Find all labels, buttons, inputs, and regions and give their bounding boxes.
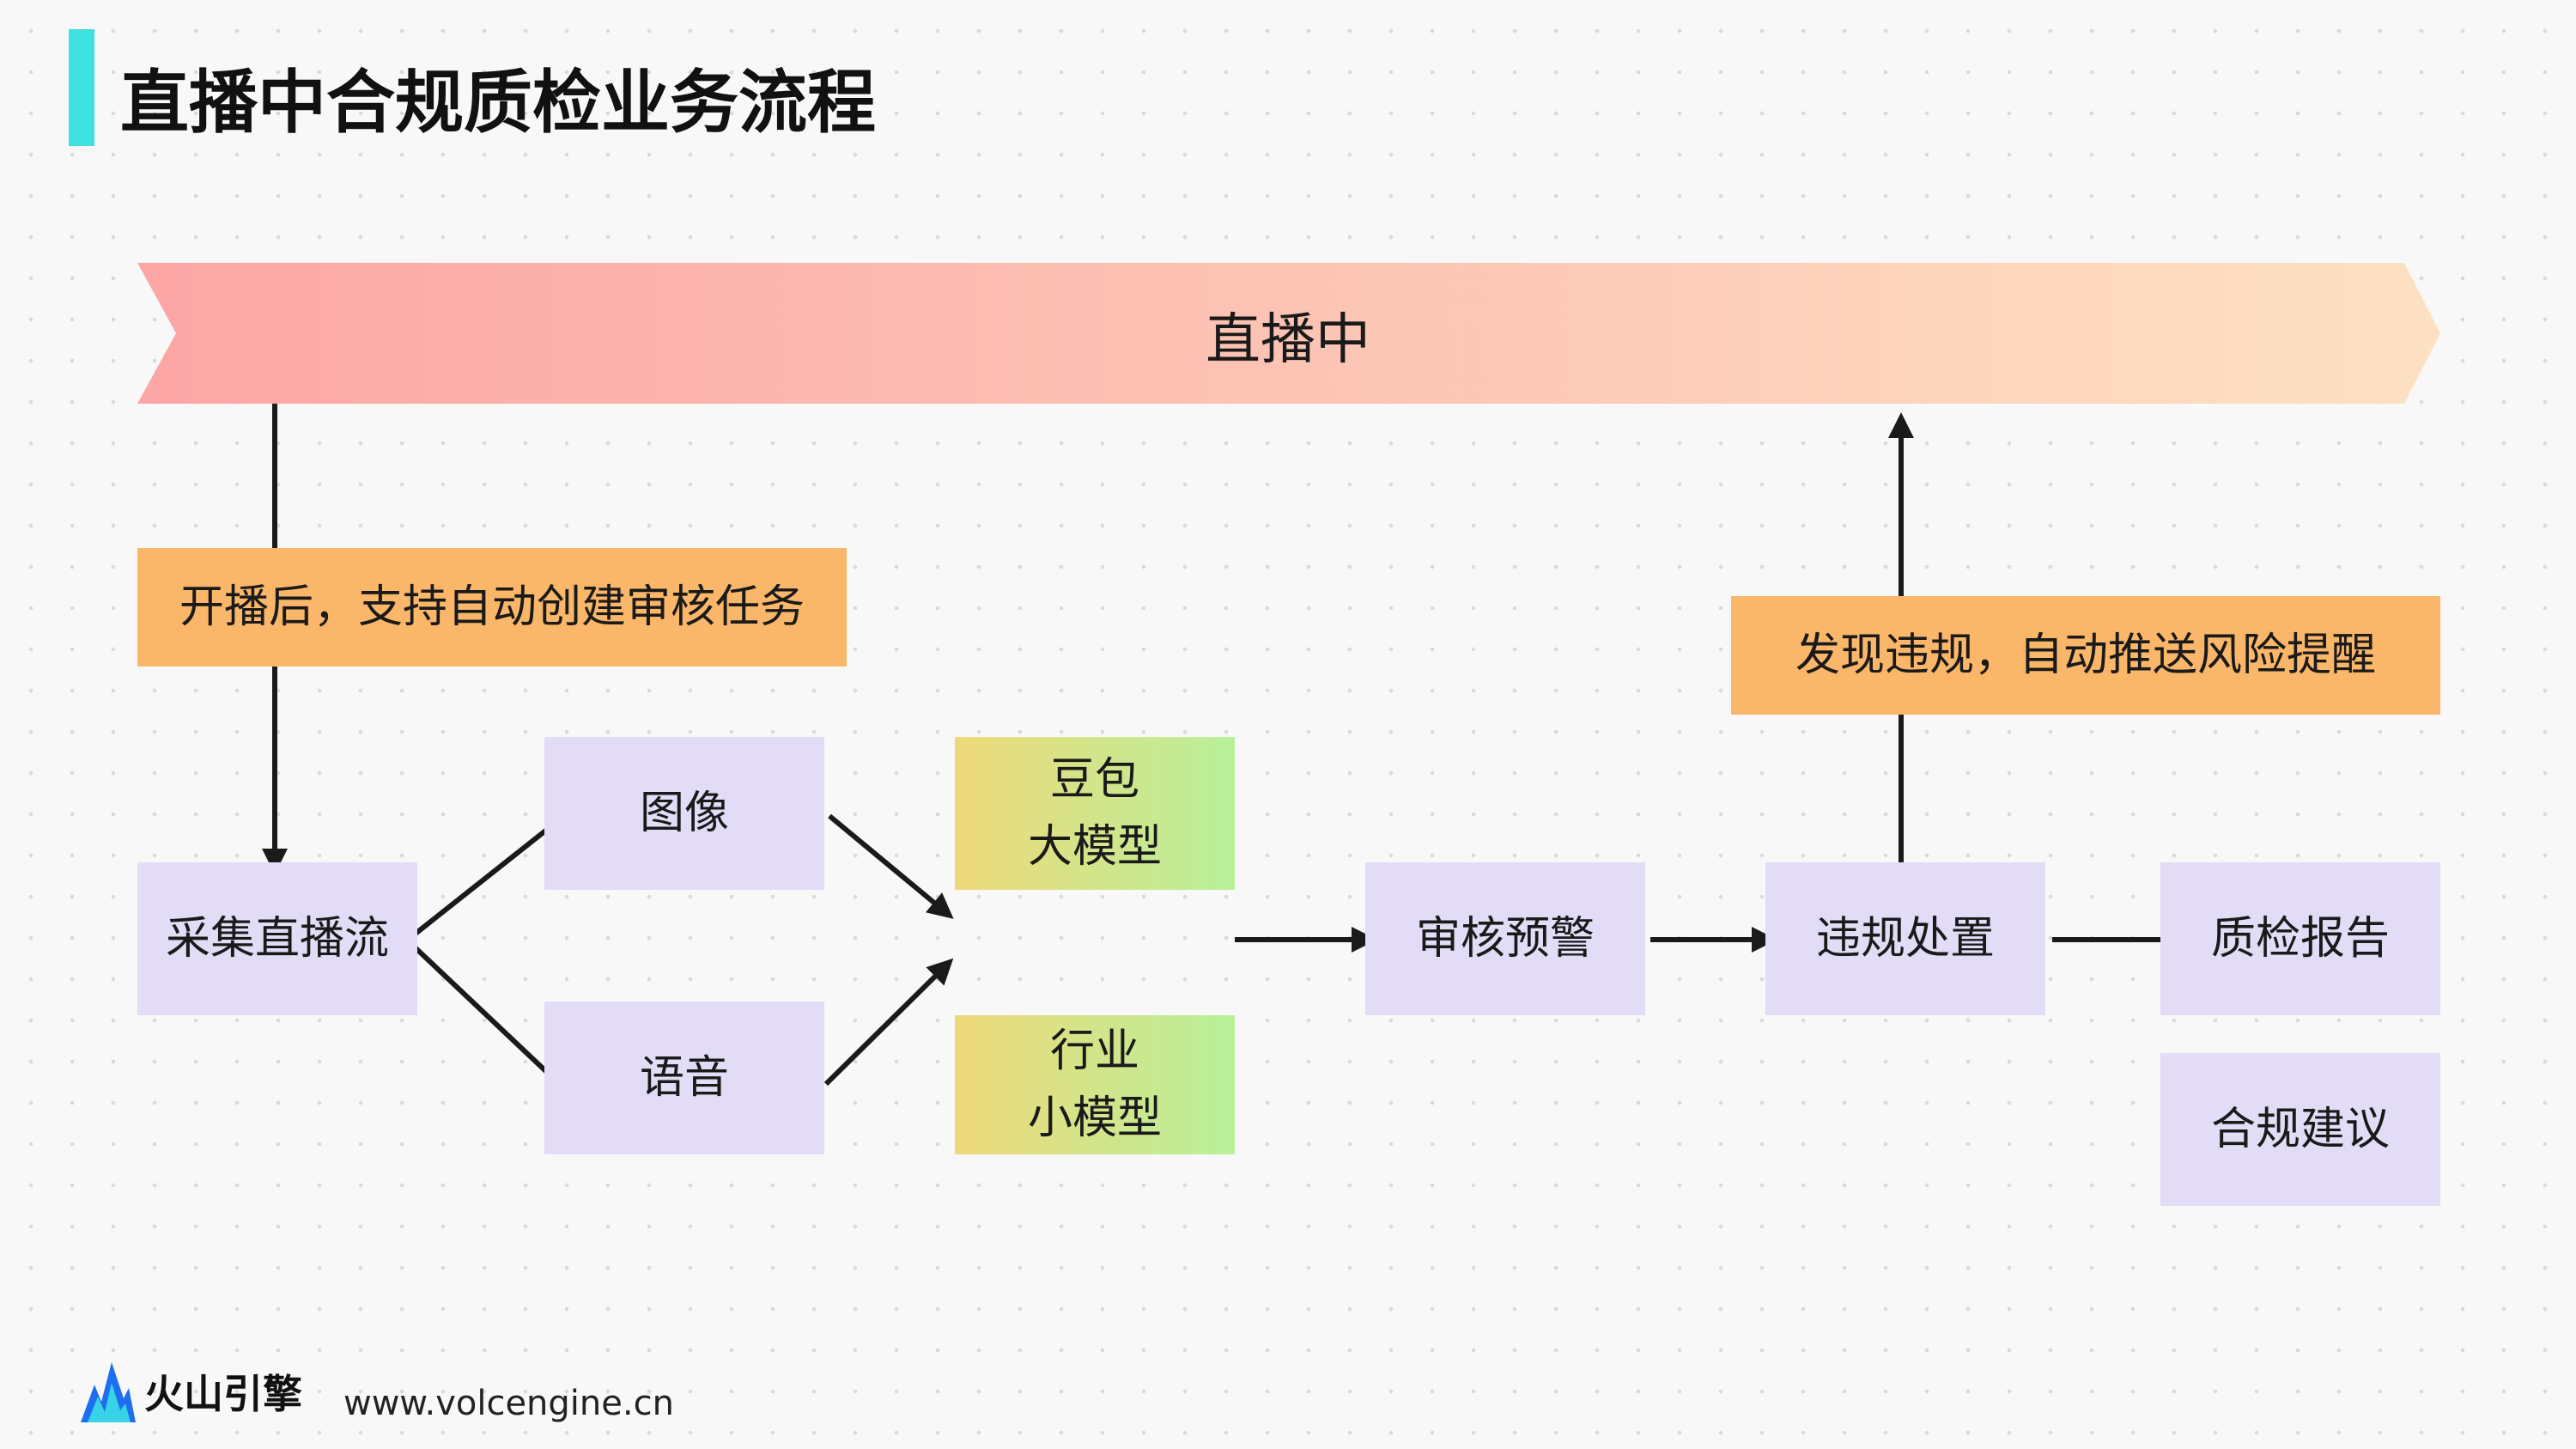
- audit-warning-box: 审核预警: [1365, 862, 1645, 1015]
- auto-create-label: 开播后，支持自动创建审核任务: [179, 581, 805, 633]
- brand-logo: 火山引擎: [79, 1357, 302, 1426]
- banner-arrow: [137, 263, 2440, 404]
- risk-alert-label: 发现违规，自动推送风险提醒: [1795, 630, 2376, 681]
- quality-report-box: 质检报告: [2160, 862, 2440, 1015]
- brand-name: 火山引擎: [144, 1371, 302, 1417]
- voice-box: 语音: [544, 1002, 824, 1154]
- banner-label: 直播中: [1206, 308, 1370, 372]
- compliance-advice-label: 合规建议: [2210, 1104, 2390, 1155]
- risk-alert-box: 发现违规，自动推送风险提醒: [1731, 596, 2440, 715]
- doubao-model-line1: 豆包: [1049, 754, 1139, 806]
- industry-model-box: 行业 小模型: [955, 1015, 1235, 1154]
- doubao-model-line2: 大模型: [1027, 821, 1162, 873]
- industry-model-line1: 行业: [1049, 1026, 1139, 1077]
- arrow-collect-to-image: [410, 809, 573, 939]
- auto-create-box: 开播后，支持自动创建审核任务: [137, 548, 847, 667]
- page-title: 直播中合规质检业务流程: [120, 63, 876, 143]
- violation-handling-label: 违规处置: [1815, 913, 1995, 965]
- collect-stream-label: 采集直播流: [165, 913, 389, 965]
- volcano-icon: [81, 1362, 136, 1422]
- quality-report-label: 质检报告: [2210, 913, 2390, 965]
- arrow-voice-to-models: [823, 958, 954, 1087]
- industry-model-line2: 小模型: [1027, 1093, 1162, 1144]
- brand-url: www.volcengine.cn: [343, 1384, 674, 1423]
- title-accent-bar: [69, 29, 94, 146]
- violation-handling-box: 违规处置: [1765, 862, 2045, 1015]
- compliance-advice-box: 合规建议: [2160, 1053, 2440, 1206]
- audit-warning-label: 审核预警: [1415, 913, 1595, 965]
- arrow-collect-to-voice: [410, 942, 573, 1097]
- voice-label: 语音: [639, 1052, 729, 1104]
- arrow-image-to-models: [828, 813, 954, 919]
- doubao-model-box: 豆包 大模型: [955, 737, 1235, 890]
- image-label: 图像: [639, 788, 729, 839]
- image-box: 图像: [544, 737, 824, 890]
- collect-stream-box: 采集直播流: [137, 862, 417, 1015]
